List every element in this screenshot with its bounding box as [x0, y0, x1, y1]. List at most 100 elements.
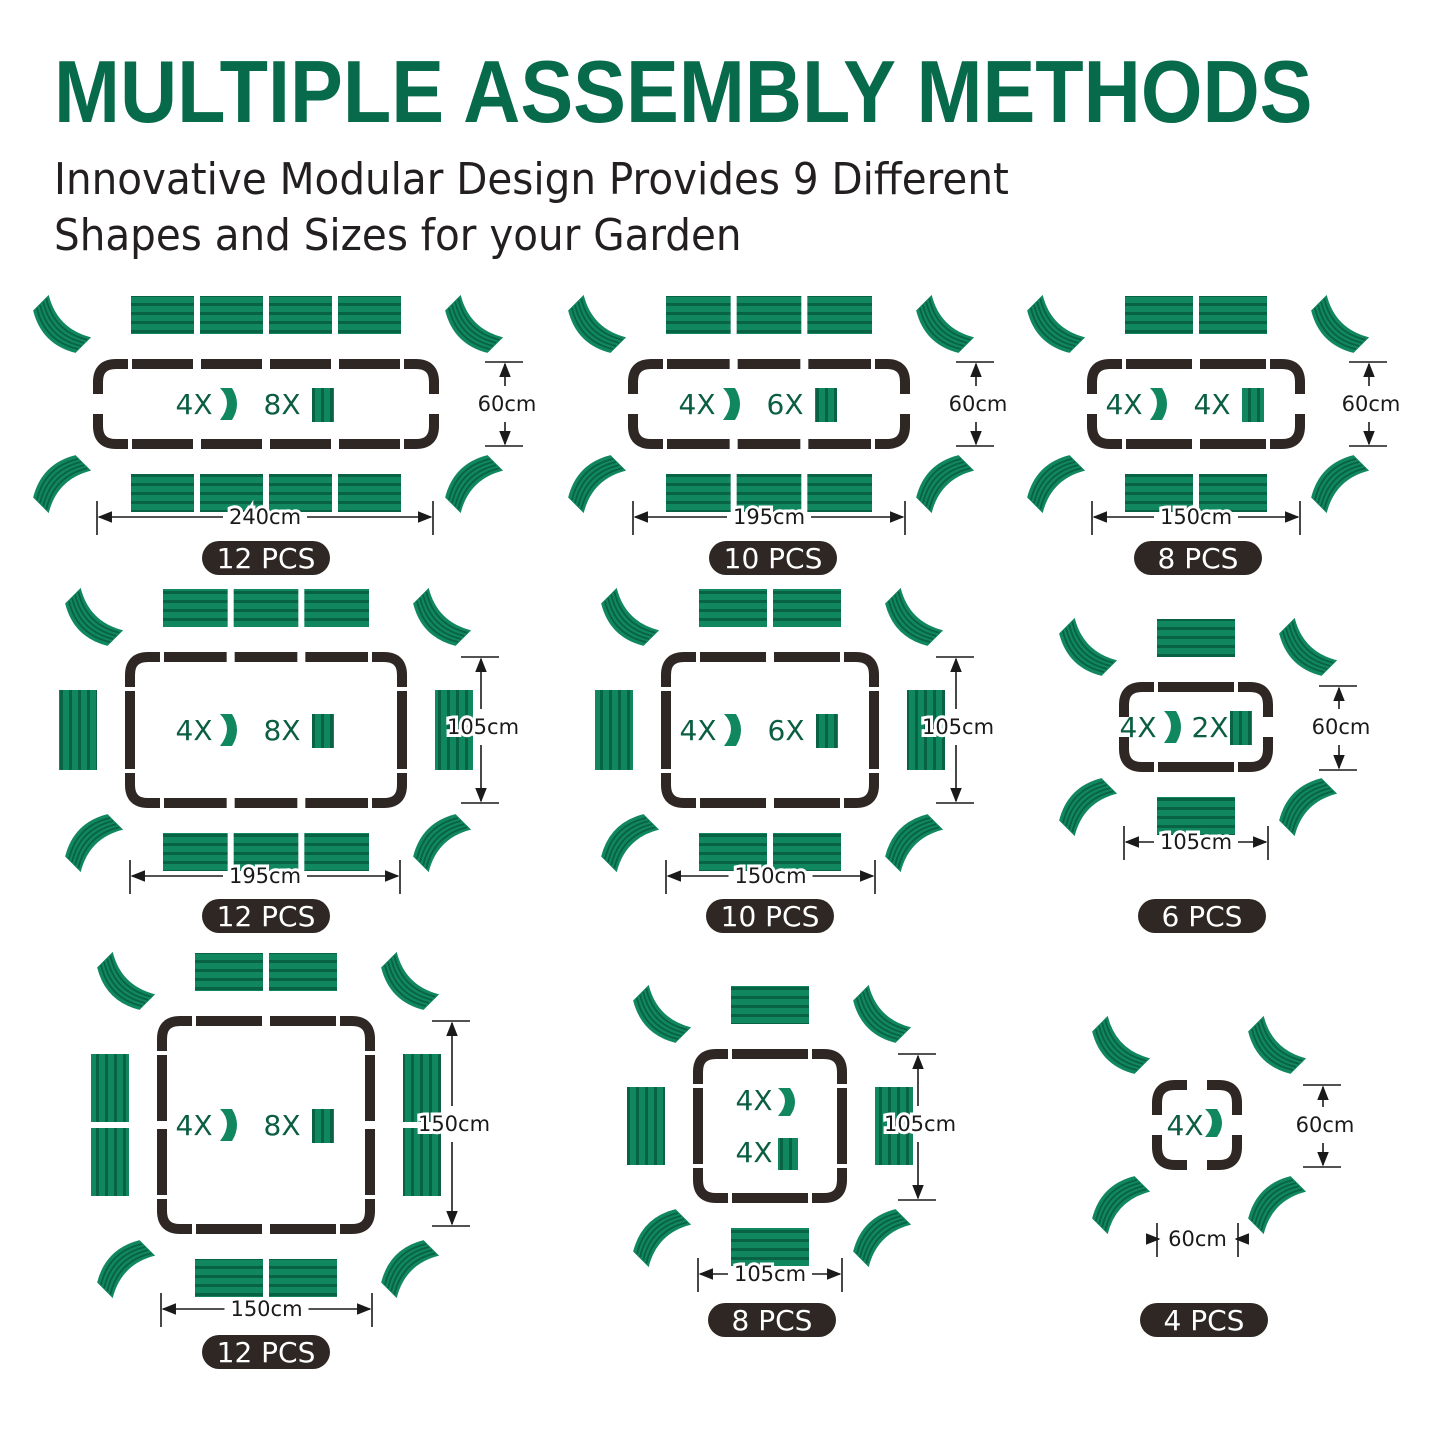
- corner-rib: [1104, 1188, 1147, 1231]
- corner-piece-icon: [1164, 711, 1181, 743]
- corner-rib: [100, 964, 143, 1007]
- corner-panel: [853, 984, 912, 1043]
- straight-panel: [731, 1228, 809, 1266]
- frame-corner: [157, 1016, 192, 1051]
- corner-panel-face: [633, 1209, 692, 1268]
- corner-panel-face: [33, 455, 92, 514]
- corner-rib: [425, 591, 468, 634]
- height-dimension: 105cm: [919, 656, 997, 804]
- corner-rib: [451, 461, 494, 504]
- corner-rib: [1098, 1182, 1141, 1225]
- frame-corner: [1119, 682, 1154, 717]
- corner-rib: [419, 597, 462, 640]
- straight-panel: [699, 589, 767, 627]
- frame-corner: [693, 1168, 728, 1203]
- corner-rib: [1033, 304, 1076, 347]
- straight-panel: [131, 296, 194, 334]
- frame-corner: [340, 1016, 375, 1051]
- corner-rib: [928, 298, 971, 341]
- badge-background: [709, 541, 837, 575]
- corner-rib: [1285, 627, 1328, 670]
- corner-rib: [859, 994, 902, 1037]
- corner-rib: [607, 597, 650, 640]
- corner-rib: [604, 817, 647, 860]
- frame-corner: [628, 414, 663, 449]
- corner-panel: [1027, 294, 1086, 353]
- height-dimension: 60cm: [1293, 1084, 1357, 1168]
- corner-rib: [859, 1215, 902, 1258]
- corner-rib: [45, 467, 88, 510]
- corner-panel: [381, 951, 440, 1010]
- corner-panel-face: [568, 455, 627, 514]
- width-label: 105cm: [734, 1262, 806, 1286]
- corner-panel: [65, 587, 124, 646]
- corner-rib: [891, 820, 934, 863]
- corner-panel: [97, 951, 156, 1010]
- frame-corner: [875, 414, 910, 449]
- straight-panel: [403, 1128, 441, 1196]
- corner-rib: [922, 304, 965, 347]
- corner-panel: [633, 1209, 692, 1268]
- corner-rib: [42, 464, 85, 507]
- straight-panel: [91, 1054, 129, 1122]
- corner-panel: [445, 294, 504, 353]
- straight-panel: [195, 953, 263, 991]
- corner-rib: [574, 304, 617, 347]
- subtitle-line-1: Innovative Modular Design Provides 9 Dif…: [54, 154, 1009, 205]
- corner-piece-icon: [220, 388, 237, 420]
- piece-count-badge: 12 PCS: [202, 541, 330, 575]
- corner-rib: [1039, 298, 1082, 341]
- piece-count-badge: 10 PCS: [706, 899, 834, 933]
- corner-rib: [36, 458, 79, 501]
- height-label: 60cm: [478, 392, 537, 416]
- straight-panel: [595, 690, 633, 770]
- corner-panel-face: [65, 814, 124, 873]
- corner-panel: [1279, 617, 1338, 676]
- corner-rib: [68, 600, 111, 643]
- corner-rib: [613, 591, 656, 634]
- corner-panel: [601, 814, 660, 873]
- corner-piece-icon: [778, 1088, 795, 1116]
- corner-rib: [856, 1212, 899, 1255]
- corner-rib: [1095, 1028, 1138, 1071]
- corner-panel-face: [381, 1240, 440, 1299]
- frame-corner: [628, 359, 663, 394]
- corner-panel-face: [1092, 1015, 1151, 1074]
- straight-panel: [907, 690, 945, 770]
- corner-panel: [1311, 455, 1370, 514]
- height-label: 60cm: [1296, 1113, 1355, 1137]
- corner-rib: [891, 597, 934, 640]
- straight-panel: [666, 474, 731, 512]
- corner-rib: [1317, 461, 1360, 504]
- width-dimension: 240cm: [96, 501, 434, 535]
- width-label: 150cm: [230, 1297, 302, 1321]
- frame-corner: [661, 773, 696, 808]
- straight-panel: [773, 589, 841, 627]
- straight-panel: [627, 1087, 665, 1165]
- corner-rib: [894, 594, 937, 637]
- height-dimension: 150cm: [415, 1020, 493, 1227]
- corner-rib: [636, 997, 679, 1040]
- corner-panel-face: [916, 294, 975, 353]
- corner-rib: [1291, 621, 1334, 664]
- corner-rib: [422, 823, 465, 866]
- corner-piece-icon: [1205, 1109, 1222, 1137]
- corner-rib: [574, 461, 617, 504]
- frame-corner: [844, 652, 879, 687]
- corner-rib: [68, 817, 111, 860]
- width-label: 105cm: [1160, 830, 1232, 854]
- straight-panel: [1125, 296, 1193, 334]
- straight-panel: [666, 296, 731, 334]
- straight-count: 6X: [768, 714, 805, 747]
- piece-count-badge: 6 PCS: [1138, 899, 1266, 933]
- piece-count-badge: 4 PCS: [1140, 1303, 1268, 1337]
- corner-rib: [1030, 458, 1073, 501]
- corner-rib: [1257, 1022, 1300, 1065]
- corner-piece-icon: [220, 714, 237, 746]
- height-label: 60cm: [1342, 392, 1401, 416]
